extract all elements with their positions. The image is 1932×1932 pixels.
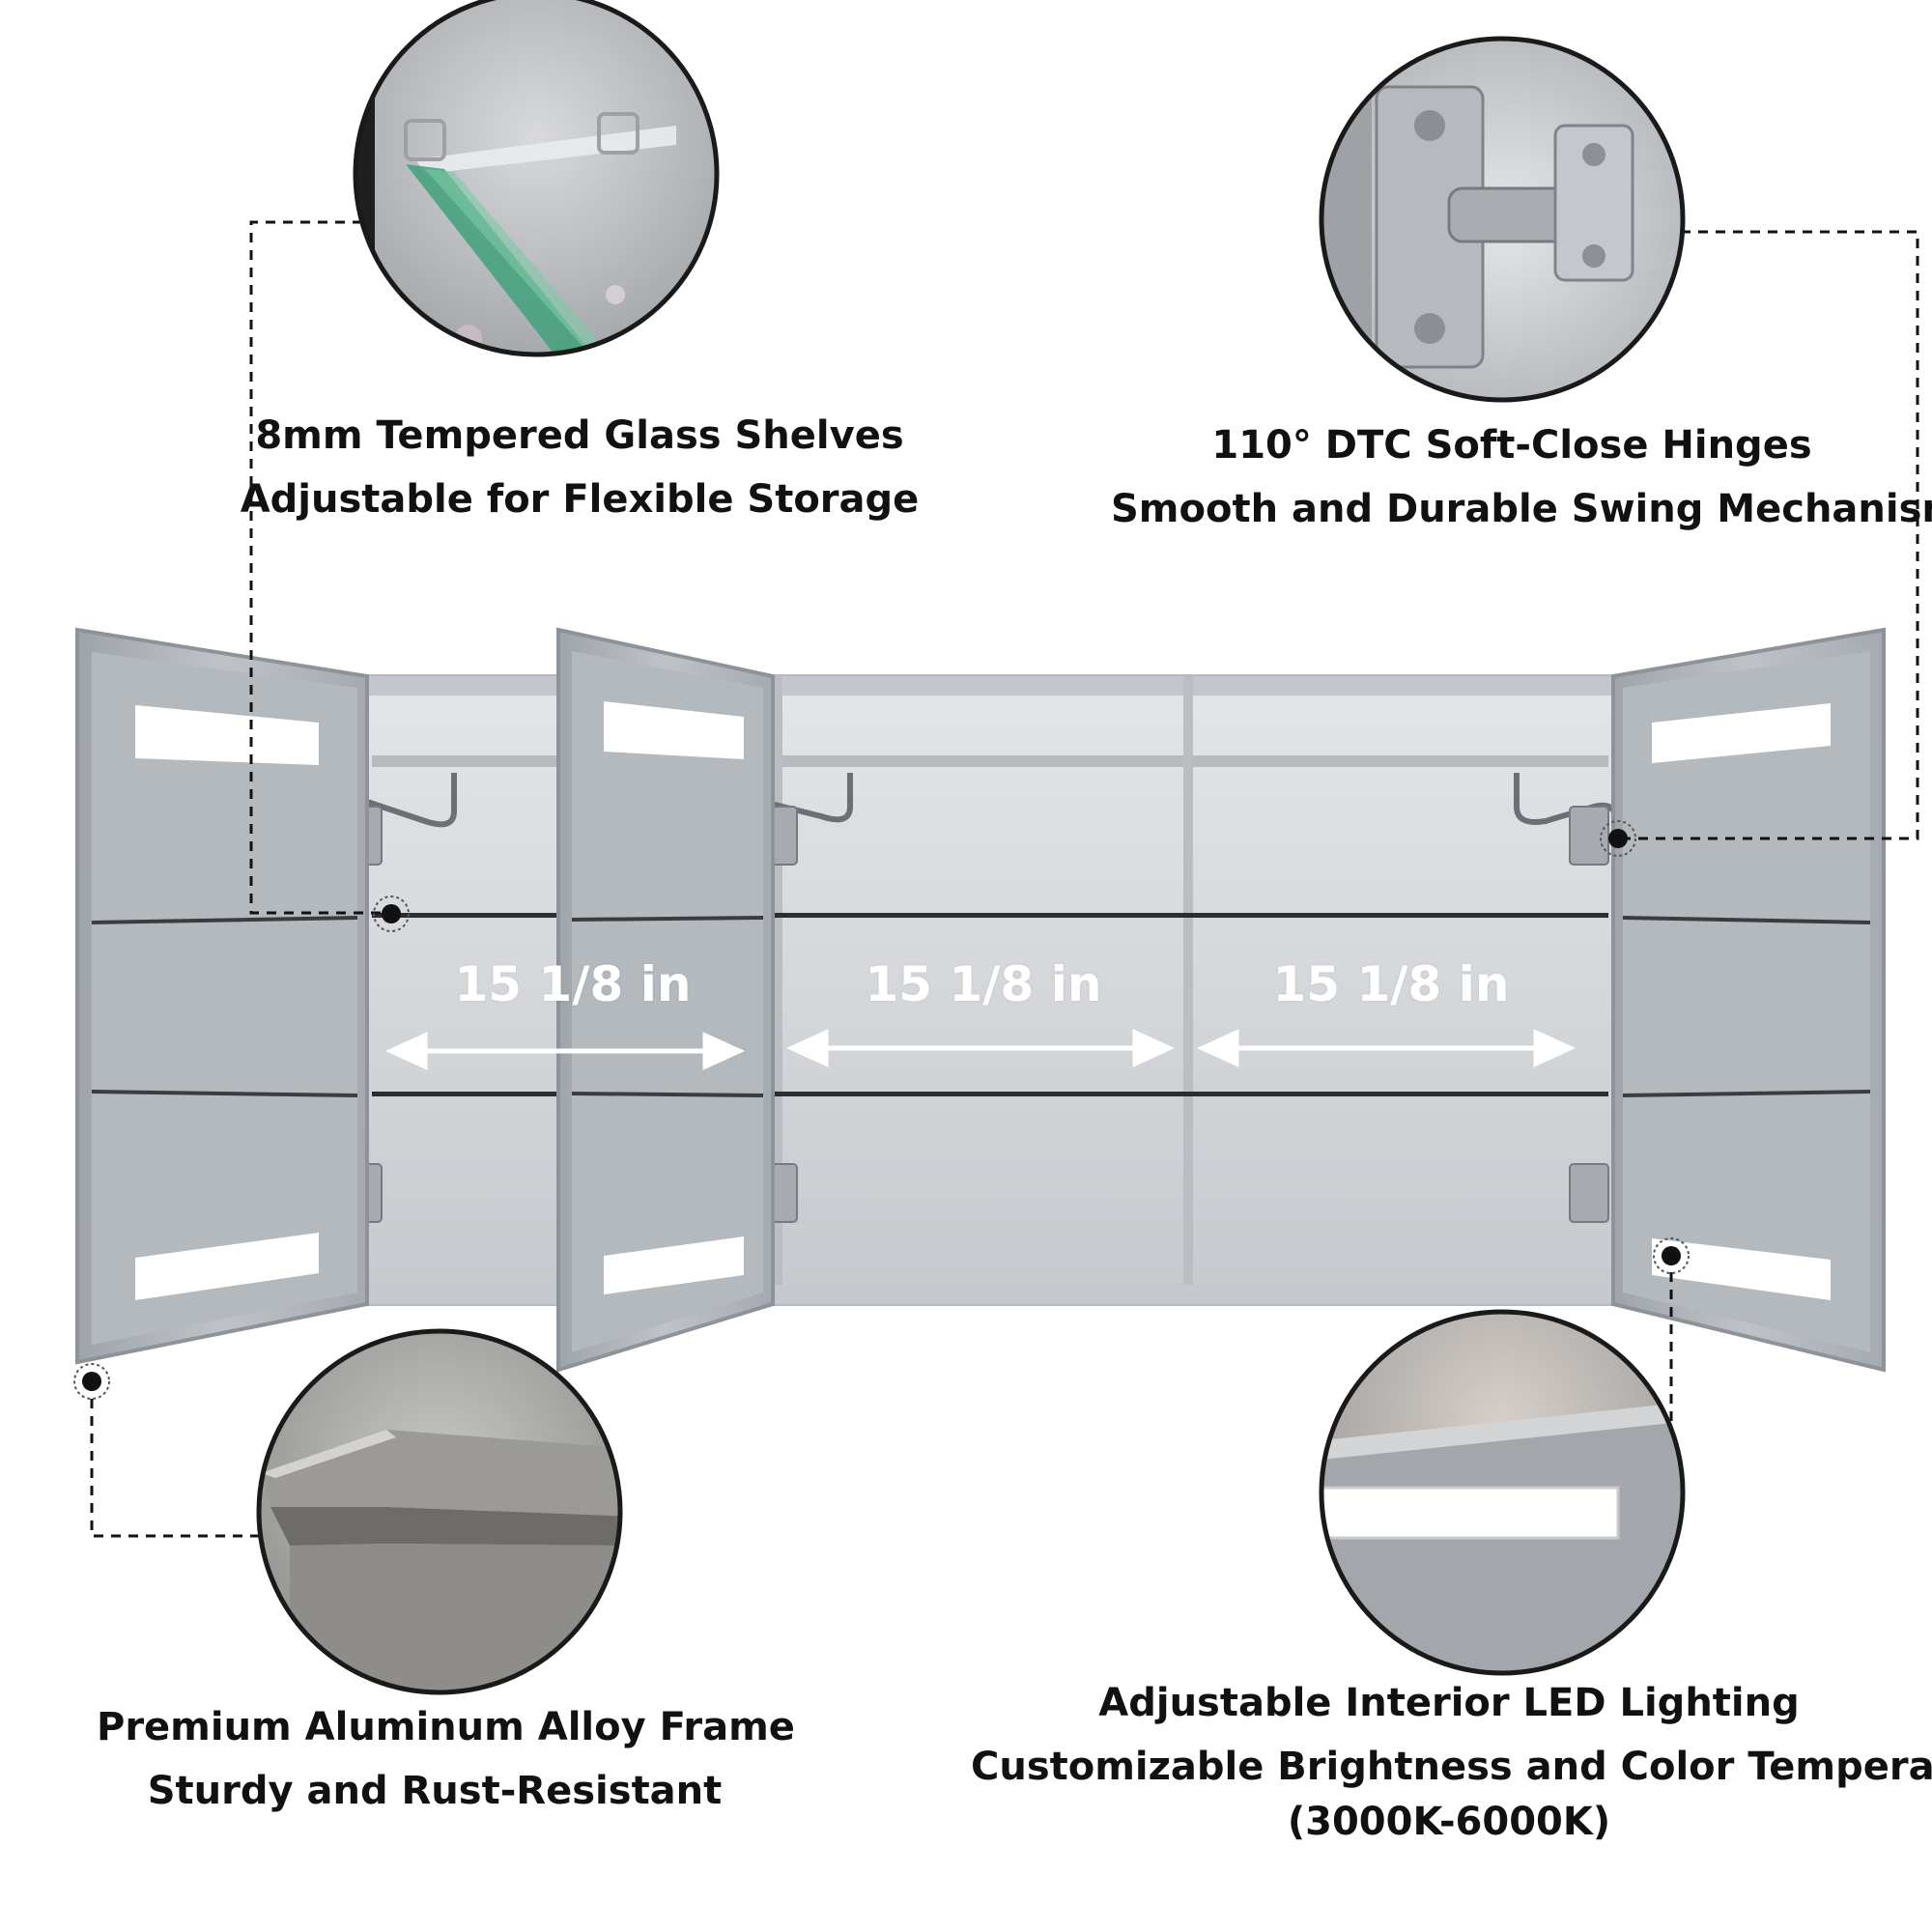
- right-door: [1611, 627, 1886, 1373]
- frame-caption-line2: Sturdy and Rust-Resistant: [147, 1769, 723, 1813]
- led-detail-image: [1319, 1309, 1686, 1676]
- led-caption-line3: (3000K-6000K): [1287, 1800, 1611, 1844]
- callout-dots: [73, 820, 1690, 1400]
- glass-shelf-detail-image: [353, 0, 720, 357]
- hinges-caption-line1: 110° DTC Soft-Close Hinges: [1211, 423, 1812, 468]
- glass-shelves-caption-line1: 8mm Tempered Glass Shelves: [255, 413, 904, 458]
- left-door: [75, 627, 369, 1365]
- hinges-caption: 110° DTC Soft-Close Hinges Smooth and Du…: [1111, 413, 1932, 541]
- led-caption-line2: Customizable Brightness and Color Temper…: [971, 1745, 1932, 1789]
- dimension-label-right: 15 1/8 in: [1272, 956, 1510, 1012]
- dimension-label-left: 15 1/8 in: [454, 956, 692, 1012]
- frame-caption: Premium Aluminum Alloy Frame Sturdy and …: [97, 1695, 795, 1823]
- second-door: [556, 627, 775, 1373]
- led-caption-line1: Adjustable Interior LED Lighting: [1098, 1681, 1800, 1725]
- dimension-label-center: 15 1/8 in: [865, 956, 1102, 1012]
- dimension-arrows: [384, 1029, 1577, 1070]
- hinges-caption-line2: Smooth and Durable Swing Mechanism: [1111, 487, 1932, 531]
- led-caption: Adjustable Interior LED Lighting Customi…: [971, 1671, 1932, 1845]
- frame-caption-line1: Premium Aluminum Alloy Frame: [97, 1705, 795, 1749]
- glass-shelves-caption-line2: Adjustable for Flexible Storage: [240, 477, 920, 522]
- frame-detail-image: [256, 1328, 623, 1695]
- glass-shelves-caption: 8mm Tempered Glass Shelves Adjustable fo…: [232, 404, 927, 531]
- hinge-detail-image: [1319, 36, 1686, 403]
